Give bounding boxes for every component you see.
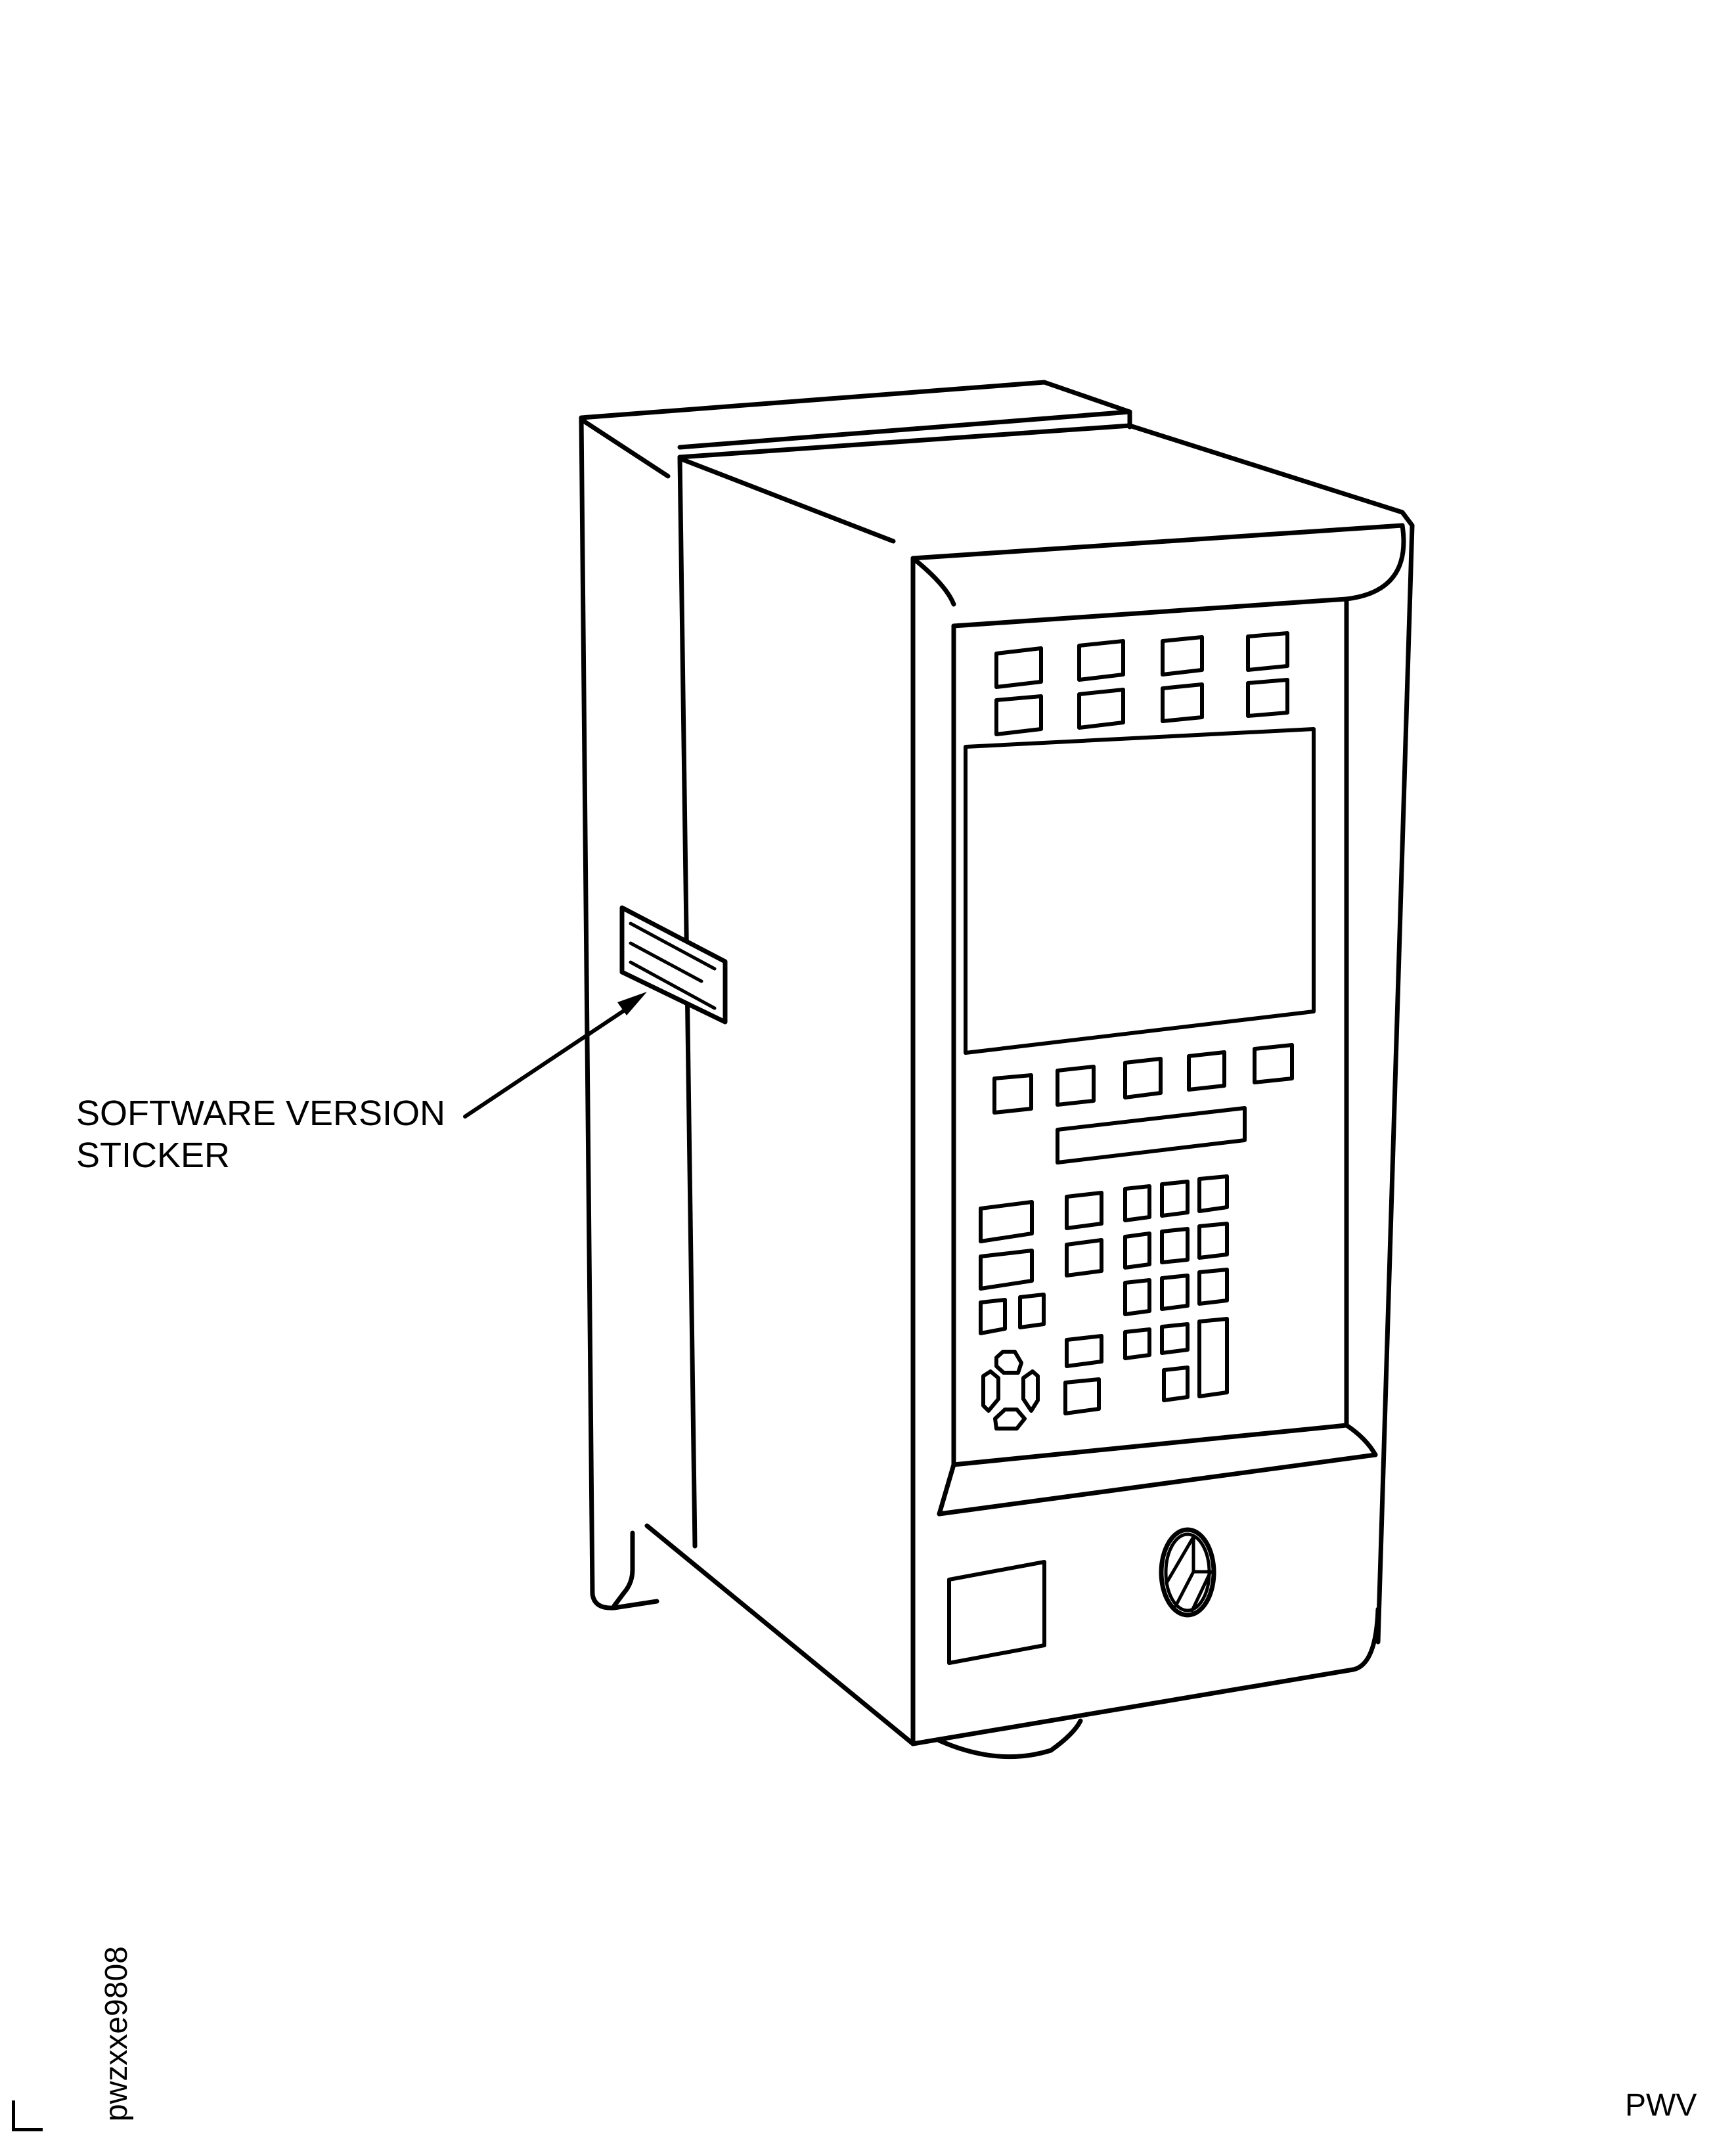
figure-id-bracket xyxy=(12,2100,43,2131)
keypad-key[interactable] xyxy=(1197,1222,1229,1260)
card-slot xyxy=(1056,1106,1247,1165)
softkey[interactable] xyxy=(1187,1050,1226,1092)
softkey[interactable] xyxy=(1253,1043,1294,1084)
top-key[interactable] xyxy=(1077,639,1125,682)
arrow-down-key[interactable] xyxy=(993,1408,1027,1431)
arrow-up-key[interactable] xyxy=(994,1350,1023,1375)
keypad-key[interactable] xyxy=(1197,1174,1229,1213)
callout-software-version-sticker: SOFTWARE VERSION STICKER xyxy=(76,1092,445,1176)
software-version-sticker xyxy=(619,905,728,1025)
top-key[interactable] xyxy=(1161,682,1204,723)
keypad-key[interactable] xyxy=(1197,1268,1229,1306)
function-key-small[interactable] xyxy=(979,1298,1007,1335)
middle-key[interactable] xyxy=(1063,1377,1101,1415)
keypad-key[interactable] xyxy=(1123,1278,1151,1316)
top-key[interactable] xyxy=(1161,635,1204,677)
softkey[interactable] xyxy=(992,1073,1033,1115)
figure-id-text: pwzxxe9808 xyxy=(99,1946,134,2121)
function-key-wide[interactable] xyxy=(979,1200,1034,1243)
function-key-small[interactable] xyxy=(1018,1293,1046,1329)
arrow-left-key[interactable] xyxy=(981,1369,1000,1413)
keypad-key[interactable] xyxy=(1162,1365,1190,1402)
keypad-key[interactable] xyxy=(1123,1232,1151,1270)
top-key[interactable] xyxy=(1246,678,1289,718)
numeric-keypad xyxy=(1123,1174,1229,1402)
callout-leader-arrow xyxy=(463,992,647,1119)
softkey[interactable] xyxy=(1056,1065,1096,1107)
top-key[interactable] xyxy=(994,646,1043,689)
softkey-row xyxy=(992,1043,1294,1115)
keypad-key[interactable] xyxy=(1160,1322,1190,1355)
left-key-group xyxy=(979,1200,1046,1335)
direction-pad xyxy=(981,1350,1040,1431)
keypad-key[interactable] xyxy=(1160,1180,1190,1218)
top-key[interactable] xyxy=(1077,688,1125,730)
function-key-wide[interactable] xyxy=(979,1249,1034,1291)
mounting-plate xyxy=(579,380,1132,1610)
keypad-key[interactable] xyxy=(1123,1184,1151,1222)
front-panel xyxy=(910,523,1415,1760)
keypad-enter-key[interactable] xyxy=(1197,1317,1229,1398)
corner-code: PWV xyxy=(1625,2088,1697,2123)
middle-key-group xyxy=(1063,1191,1103,1415)
top-key[interactable] xyxy=(1246,631,1289,672)
top-key-grid xyxy=(994,631,1289,736)
arrow-right-key[interactable] xyxy=(1021,1369,1040,1413)
display-screen xyxy=(964,727,1316,1055)
softkey[interactable] xyxy=(1123,1057,1163,1099)
keypad-key[interactable] xyxy=(1160,1227,1190,1264)
lower-window xyxy=(947,1560,1046,1665)
lock-icon xyxy=(1159,1527,1216,1618)
keypad-key[interactable] xyxy=(1160,1274,1190,1311)
callout-label-line-2: STICKER xyxy=(76,1136,231,1175)
middle-key[interactable] xyxy=(1065,1191,1103,1230)
middle-key[interactable] xyxy=(1065,1238,1103,1277)
callout-label-line-1: SOFTWARE VERSION xyxy=(76,1094,446,1133)
top-key[interactable] xyxy=(994,694,1043,736)
figure-id: pwzxxe9808 xyxy=(33,1905,134,2121)
keypad-key[interactable] xyxy=(1123,1327,1151,1360)
middle-key[interactable] xyxy=(1065,1334,1103,1368)
